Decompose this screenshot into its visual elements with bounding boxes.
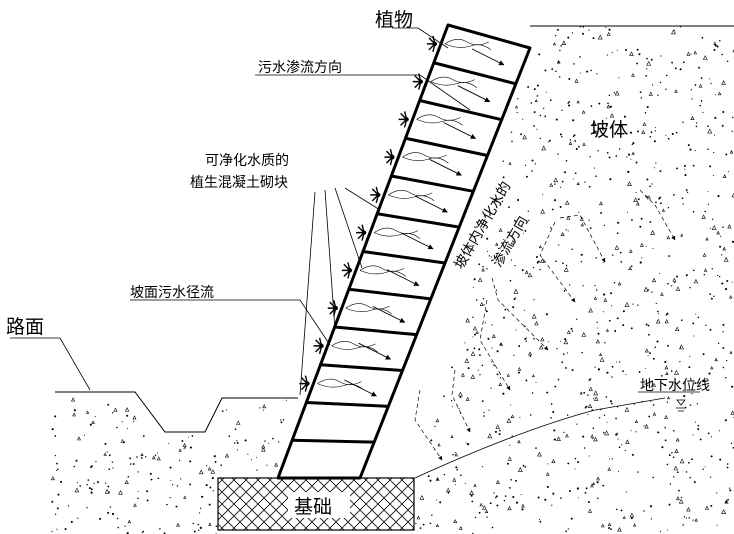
ground-surface-line <box>55 391 298 433</box>
label-block-line1: 可净化水质的 <box>205 153 289 169</box>
leader-lines <box>10 27 700 396</box>
soil-texture <box>50 26 734 534</box>
label-block-line2: 植生混凝土砌块 <box>190 175 288 191</box>
label-slope-body: 坡体 <box>590 119 628 141</box>
label-surface-runoff: 坡面污水径流 <box>130 285 214 301</box>
groundwater-symbol <box>676 399 686 412</box>
label-road: 路面 <box>6 316 44 338</box>
inner-seepage-paths <box>414 189 676 461</box>
groundwater-level-line <box>414 397 666 479</box>
label-sewage-seepage-direction: 污水渗流方向 <box>258 60 342 76</box>
label-plant: 植物 <box>375 9 413 31</box>
label-groundwater: 地下水位线 <box>640 378 710 394</box>
label-inner-flow-line2: 渗流方向 <box>490 214 532 270</box>
vegetated-concrete-block-wall <box>276 23 532 480</box>
foundation-label-bg <box>288 492 350 518</box>
label-foundation: 基础 <box>294 496 332 518</box>
